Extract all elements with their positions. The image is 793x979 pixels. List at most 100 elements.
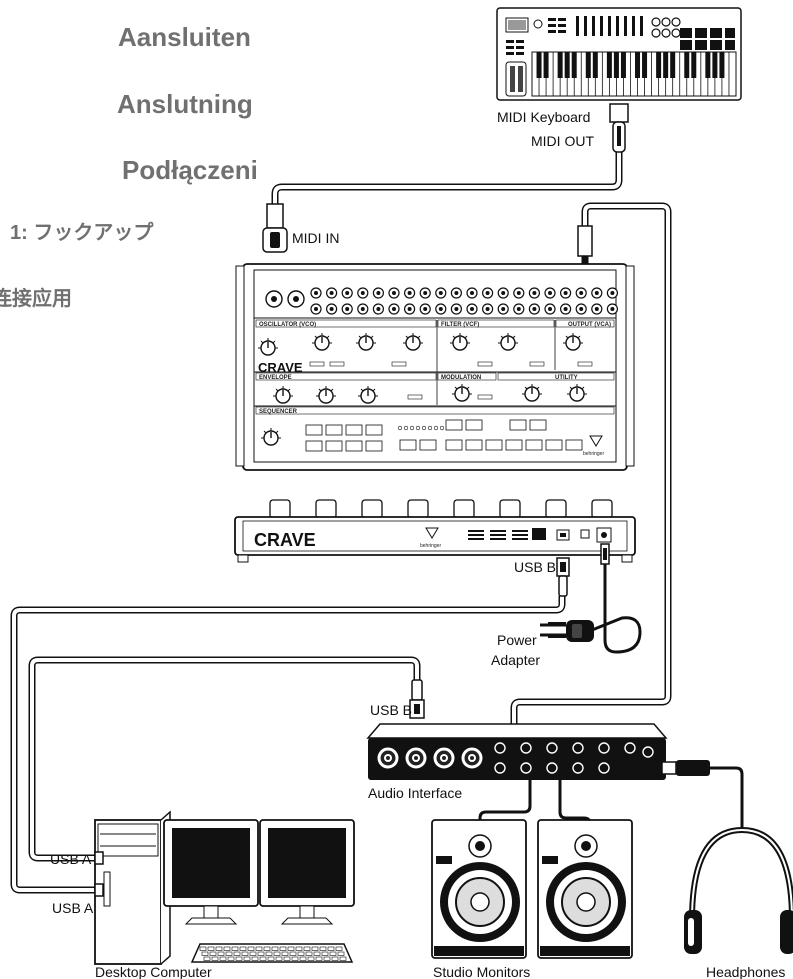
label-power: Power xyxy=(497,632,537,648)
patch-jack xyxy=(545,304,555,314)
sequencer-button xyxy=(326,425,342,435)
black-key xyxy=(537,52,542,78)
keyboard-key xyxy=(208,947,214,951)
keyboard-key xyxy=(276,957,282,961)
sequencer-button xyxy=(526,440,542,450)
patch-jack xyxy=(561,288,571,298)
black-key xyxy=(719,52,724,78)
keyboard-key xyxy=(266,952,272,956)
label-adapter: Adapter xyxy=(491,652,540,668)
synth-audio-out-plug xyxy=(578,226,592,266)
usb-b-plug-interface xyxy=(410,680,424,718)
keyboard-key xyxy=(330,952,336,956)
keyboard-key xyxy=(212,957,218,961)
section-vcf: FILTER (VCF) xyxy=(441,322,479,328)
patch-jack xyxy=(607,304,617,314)
rear-knob xyxy=(270,500,290,518)
keyboard-key xyxy=(290,952,296,956)
label-midi-out: MIDI OUT xyxy=(531,133,594,149)
sequencer-button xyxy=(366,425,382,435)
patch-jack xyxy=(373,288,383,298)
keyboard-key xyxy=(260,957,266,961)
patch-jack xyxy=(498,304,508,314)
keyboard-key xyxy=(308,957,314,961)
keyboard-key xyxy=(264,947,270,951)
rear-knob xyxy=(408,500,428,518)
patch-jack xyxy=(327,304,337,314)
keyboard-key xyxy=(322,952,328,956)
black-key xyxy=(642,52,647,78)
keyboard-key xyxy=(202,952,208,956)
patch-jack xyxy=(358,288,368,298)
sequencer-led xyxy=(416,426,420,430)
keyboard-key xyxy=(296,947,302,951)
interface-knob xyxy=(625,743,635,753)
keyboard-key xyxy=(314,952,320,956)
desktop-computer-tower xyxy=(95,812,170,964)
keyboard-key xyxy=(210,952,216,956)
black-key xyxy=(705,52,710,78)
keyboard-key xyxy=(336,947,342,951)
patch-jack xyxy=(483,288,493,298)
section-envelope: ENVELOPE xyxy=(259,375,292,381)
keyboard-key xyxy=(300,957,306,961)
section-modulation: MODULATION xyxy=(441,375,481,381)
synth-logo-rear: CRAVE xyxy=(254,530,316,550)
label-usb-b-synth: USB B xyxy=(514,559,556,575)
interface-knob xyxy=(643,747,653,757)
patch-jack xyxy=(451,288,461,298)
black-key xyxy=(691,52,696,78)
sequencer-button xyxy=(530,420,546,430)
keyboard-key xyxy=(258,952,264,956)
patch-jack xyxy=(483,304,493,314)
keyboard-key xyxy=(236,957,242,961)
synth-brand-rear: behringer xyxy=(420,543,441,549)
sequencer-button xyxy=(346,441,362,451)
keyboard-key xyxy=(220,957,226,961)
black-key xyxy=(635,52,640,78)
keyboard-key xyxy=(216,947,222,951)
patch-jack xyxy=(342,288,352,298)
rear-knob xyxy=(592,500,612,518)
keyboard-key xyxy=(226,952,232,956)
cable-midi-keyboard-to-synth xyxy=(275,150,619,206)
keyboard-key xyxy=(256,947,262,951)
usb-a-plug-bottom xyxy=(95,884,103,896)
patch-jack xyxy=(467,304,477,314)
interface-knob xyxy=(547,763,557,773)
rear-knob xyxy=(454,500,474,518)
sequencer-button xyxy=(566,440,582,450)
sequencer-button xyxy=(446,420,462,430)
sequencer-button xyxy=(446,440,462,450)
keyboard-key xyxy=(292,957,298,961)
midi-out-plug xyxy=(610,104,628,152)
sequencer-button xyxy=(546,440,562,450)
interface-knob xyxy=(573,763,583,773)
interface-knob xyxy=(573,743,583,753)
sequencer-led xyxy=(422,426,426,430)
patch-jack xyxy=(498,288,508,298)
interface-knob xyxy=(599,763,609,773)
sequencer-led xyxy=(404,426,408,430)
interface-knob xyxy=(521,763,531,773)
cable-interface-to-headphones xyxy=(660,768,742,828)
cable-interface-to-monitors xyxy=(480,778,590,824)
label-headphones: Headphones xyxy=(706,964,785,979)
section-sequencer: SEQUENCER xyxy=(259,409,298,415)
patch-jack xyxy=(607,288,617,298)
patch-jack xyxy=(451,304,461,314)
sequencer-button xyxy=(510,420,526,430)
keyboard-key xyxy=(332,957,338,961)
patch-jack xyxy=(576,288,586,298)
keyboard-key xyxy=(228,957,234,961)
rear-knob xyxy=(500,500,520,518)
midi-keyboard-device xyxy=(497,8,741,100)
keyboard-key xyxy=(204,957,210,961)
patch-jack xyxy=(311,288,321,298)
keyboard-key xyxy=(274,952,280,956)
interface-knob xyxy=(547,743,557,753)
power-plug-synth xyxy=(601,544,609,564)
patch-jack xyxy=(592,288,602,298)
keyboard-key xyxy=(232,947,238,951)
